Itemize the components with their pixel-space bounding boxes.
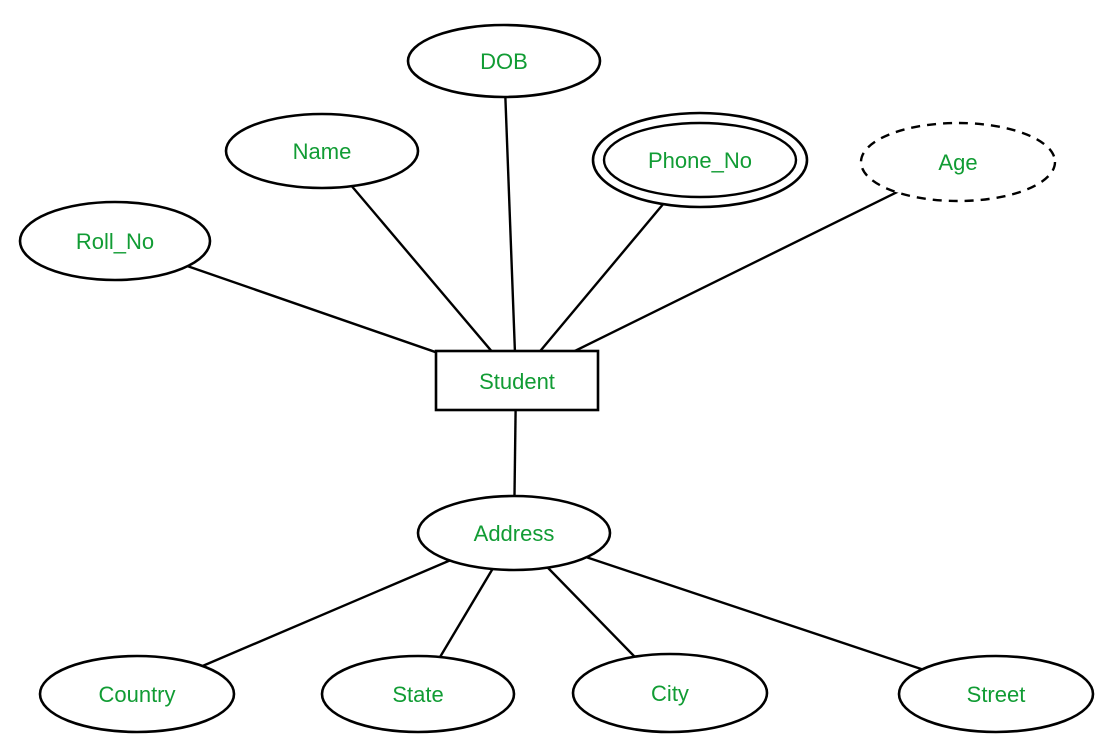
edge-dob-student: [502, 60, 518, 381]
attribute-roll-no: Roll_No: [18, 200, 212, 282]
street-label: Street: [967, 682, 1026, 707]
name-ellipse: [224, 112, 420, 190]
dob-label: DOB: [480, 49, 528, 74]
entity-student: Student: [434, 349, 600, 412]
attribute-name: Name: [224, 112, 420, 190]
sub-attribute-city: City: [571, 652, 769, 734]
state-ellipse: [320, 654, 516, 734]
street-ellipse: [897, 654, 1095, 734]
age-label: Age: [938, 150, 977, 175]
phone-no-label: Phone_No: [648, 148, 752, 173]
age-ellipse: [859, 121, 1057, 203]
student-rectangle: [434, 349, 600, 412]
state-label: State: [392, 682, 443, 707]
sub-attribute-street: Street: [897, 654, 1095, 734]
edge-name-student: [321, 150, 517, 381]
attribute-age: Age: [859, 121, 1057, 203]
sub-attribute-state: State: [320, 654, 516, 734]
city-ellipse: [571, 652, 769, 734]
city-label: City: [651, 681, 689, 706]
attribute-address: Address: [416, 494, 612, 572]
sub-attribute-country: Country: [38, 654, 236, 734]
attribute-phone-no: Phone_No: [591, 111, 809, 209]
edge-address-street: [513, 531, 997, 696]
attribute-dob: DOB: [406, 23, 602, 99]
country-ellipse: [38, 654, 236, 734]
name-label: Name: [293, 139, 352, 164]
edge-age-student: [515, 160, 959, 382]
student-label: Student: [479, 369, 555, 394]
address-ellipse: [416, 494, 612, 572]
dob-ellipse: [406, 23, 602, 99]
phone-no-inner-ellipse: [602, 121, 798, 199]
roll-no-ellipse: [18, 200, 212, 282]
roll-no-label: Roll_No: [76, 229, 154, 254]
country-label: Country: [98, 682, 175, 707]
address-label: Address: [474, 521, 555, 546]
